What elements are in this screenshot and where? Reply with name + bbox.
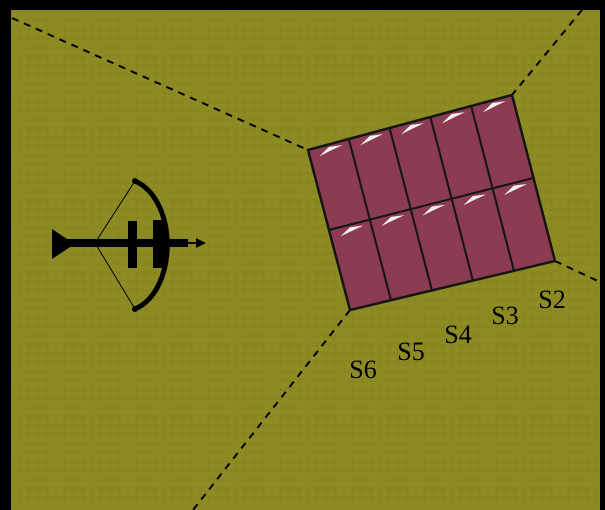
crossbow-prod-mount (153, 220, 165, 268)
crossbow-tip-top (132, 178, 138, 184)
column-label-s5: S5 (397, 337, 424, 366)
crossbow-tip-bottom (132, 306, 138, 312)
crossbow-stock (60, 239, 188, 247)
crossbow-trigger (128, 221, 137, 268)
column-label-s3: S3 (491, 301, 518, 330)
column-label-s6: S6 (349, 355, 376, 384)
column-label-s2: S2 (538, 285, 565, 314)
column-label-s4: S4 (444, 320, 471, 349)
